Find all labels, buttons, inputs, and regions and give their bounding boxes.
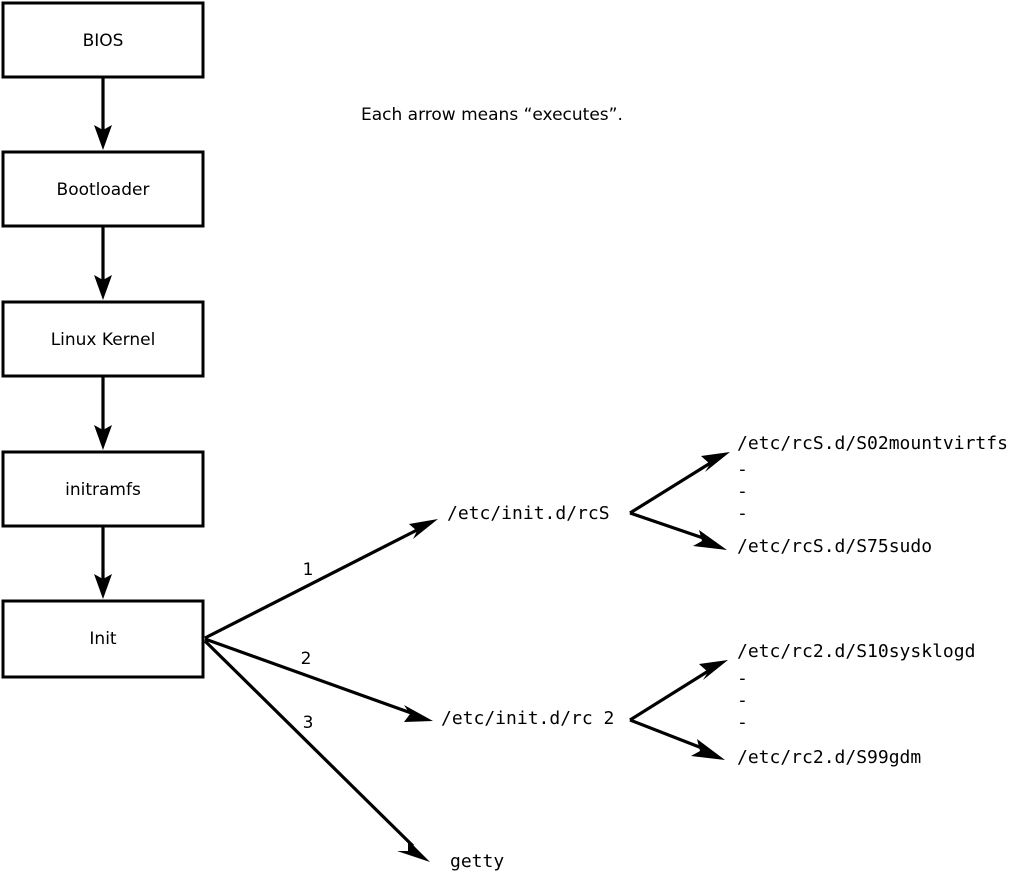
init-branch-3-line <box>203 639 415 848</box>
init-branch-2-number: 2 <box>301 649 312 669</box>
rcS-subfan-arrow-top-head <box>701 452 730 472</box>
diagram-caption: Each arrow means “executes”. <box>361 105 623 125</box>
label-rcS-d-S75sudo: /etc/rcS.d/S75sudo <box>737 536 932 557</box>
init-branch-3-number: 3 <box>303 713 314 733</box>
rc2-subfan-arrow-top <box>629 660 728 722</box>
label-rc2-d-S10sysklogd: /etc/rc2.d/S10sysklogd <box>737 641 975 662</box>
init-branch-3: 3 <box>203 639 430 862</box>
box-linux-kernel-label: Linux Kernel <box>51 330 156 350</box>
rc2-subfan-arrow-top-head <box>699 660 728 680</box>
box-bios-label: BIOS <box>83 31 124 51</box>
rcS-subfan-arrow-bottom-head <box>693 530 727 550</box>
init-branch-2: 2 <box>204 637 433 722</box>
label-rc2-d-S99gdm: /etc/rc2.d/S99gdm <box>737 747 921 768</box>
box-init-rect <box>1 599 205 679</box>
arrow-bios-to-bootloader-head <box>94 125 112 150</box>
init-branch-2-line <box>204 637 415 716</box>
init-branch-1-number: 1 <box>303 560 314 580</box>
rc2-ellipsis-dash-1: - <box>737 668 748 689</box>
arrow-initramfs-to-init-head <box>94 574 112 599</box>
rcS-ellipsis-dash-2: - <box>737 481 748 502</box>
rc2-subfan-arrow-bottom <box>629 718 725 760</box>
label-rcS-d-S02mountvirtfs: /etc/rcS.d/S02mountvirtfs <box>737 433 1008 454</box>
rc2-subfan-arrow-top-line <box>629 668 711 722</box>
init-branch-1-head <box>409 519 438 539</box>
process-boxes: BIOS Bootloader Linux Kernel initramfs I… <box>1 1 205 679</box>
init-branch-1-line <box>204 527 420 640</box>
init-branch-3-head <box>397 840 430 862</box>
rc2-subfan-arrow-bottom-line <box>629 718 708 752</box>
init-branch-1: 1 <box>204 519 438 640</box>
rcS-subfan-arrow-bottom-line <box>629 511 710 542</box>
vertical-arrows <box>94 77 112 599</box>
rcS-ellipsis-dash-1: - <box>737 459 748 480</box>
rc2-subfan-arrow-bottom-head <box>691 739 725 760</box>
rcS-subfan: /etc/rcS.d/S02mountvirtfs - - - /etc/rcS… <box>629 433 1008 557</box>
arrow-bootloader-to-kernel <box>94 226 112 300</box>
rc2-ellipsis-dash-3: - <box>737 712 748 733</box>
box-initramfs[interactable]: initramfs <box>1 450 205 528</box>
box-init[interactable]: Init <box>1 599 205 679</box>
box-init-label: Init <box>89 629 117 649</box>
mid-level-labels: /etc/init.d/rcS /etc/init.d/rc 2 getty <box>441 503 614 872</box>
label-init-d-rc2: /etc/init.d/rc 2 <box>441 708 614 729</box>
box-bootloader-label: Bootloader <box>57 180 150 200</box>
box-initramfs-rect <box>1 450 205 528</box>
arrow-kernel-to-initramfs-head <box>94 425 112 450</box>
box-bootloader[interactable]: Bootloader <box>1 150 205 228</box>
label-getty: getty <box>450 851 504 872</box>
box-bios[interactable]: BIOS <box>1 1 205 79</box>
box-linux-kernel-rect <box>1 300 205 378</box>
rcS-subfan-arrow-top-line <box>629 460 713 515</box>
rc2-subfan: /etc/rc2.d/S10sysklogd - - - /etc/rc2.d/… <box>629 641 975 768</box>
rcS-ellipsis-dash-3: - <box>737 503 748 524</box>
arrow-initramfs-to-init <box>94 526 112 599</box>
init-branch-2-head <box>404 705 433 722</box>
rcS-subfan-arrow-bottom <box>629 511 727 550</box>
arrow-bootloader-to-kernel-head <box>94 275 112 300</box>
box-linux-kernel[interactable]: Linux Kernel <box>1 300 205 378</box>
box-initramfs-label: initramfs <box>65 480 141 500</box>
label-init-d-rcS: /etc/init.d/rcS <box>447 503 610 524</box>
arrow-kernel-to-initramfs <box>94 376 112 450</box>
arrow-bios-to-bootloader <box>94 77 112 150</box>
init-branch-arrows: 1 2 3 <box>203 519 438 862</box>
rcS-subfan-arrow-top <box>629 452 730 515</box>
rc2-ellipsis-dash-2: - <box>737 690 748 711</box>
box-bios-rect <box>1 1 205 79</box>
